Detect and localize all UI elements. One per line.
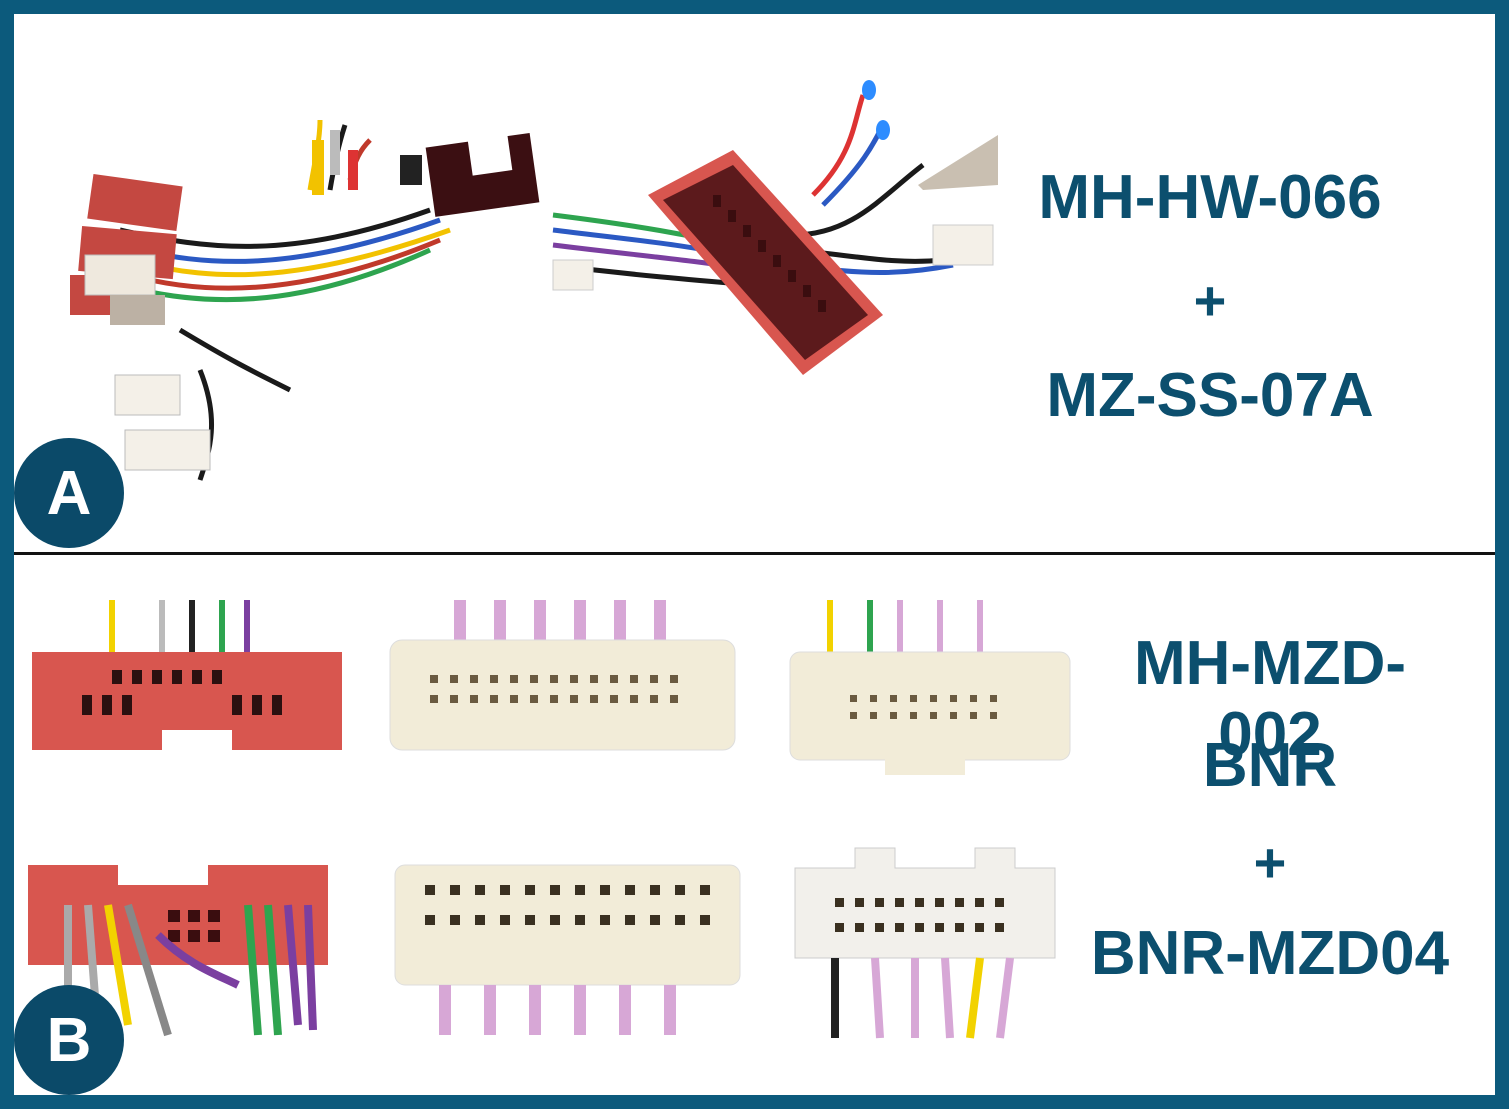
connector-b1-red-front bbox=[32, 600, 342, 750]
section-a-label-plus: + bbox=[1193, 269, 1227, 332]
section-b-label-3: BNR-MZD04 bbox=[1090, 919, 1450, 988]
connector-b3-white-front bbox=[789, 600, 1071, 775]
section-divider bbox=[14, 552, 1495, 555]
connector-b4-red-back bbox=[28, 865, 328, 1037]
section-b-label-1: MH-MZD-002 bbox=[1133, 629, 1406, 769]
badge-b: B bbox=[14, 985, 124, 1095]
section-a-label-2: MZ-SS-07A bbox=[1046, 361, 1374, 430]
connector-b2-white-front bbox=[389, 600, 736, 751]
harness-photo bbox=[30, 30, 550, 530]
connector-b6-white-back bbox=[794, 847, 1056, 1039]
section-a-label-1: MH-HW-066 bbox=[1038, 163, 1382, 232]
connector-b5-white-back bbox=[394, 864, 741, 1035]
badge-a: A bbox=[14, 438, 124, 548]
connector-closeup-photo bbox=[552, 80, 998, 375]
section-b-label-plus: + bbox=[1253, 831, 1287, 894]
section-b-label-2: BNR bbox=[1202, 731, 1338, 800]
